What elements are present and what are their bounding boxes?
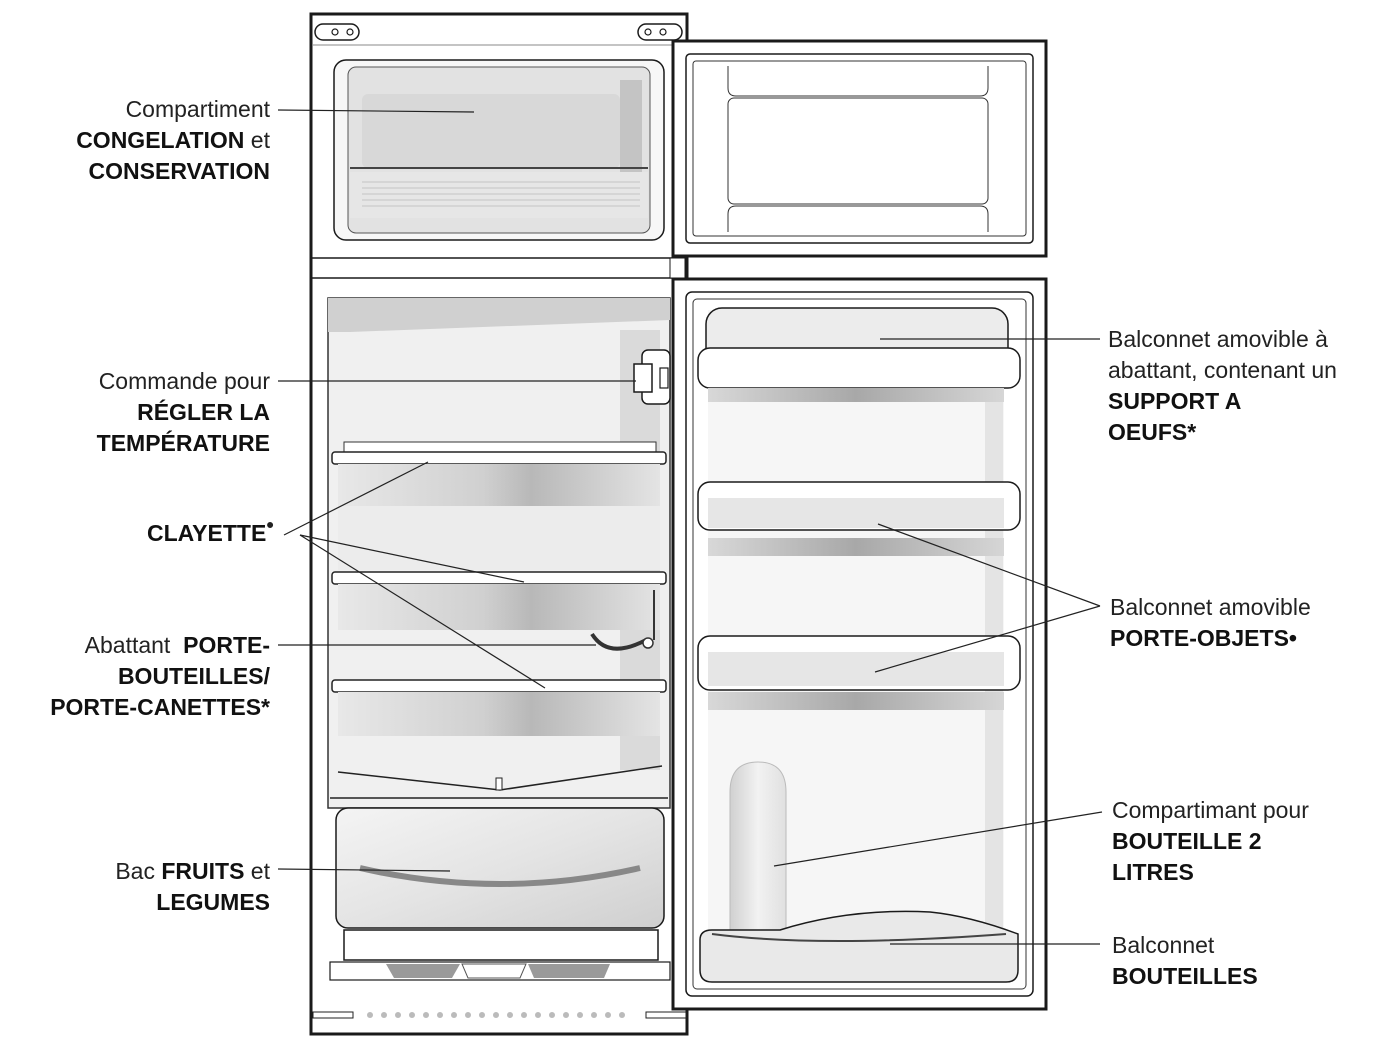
label-shelf: CLAYETTE•	[147, 514, 274, 549]
egg-balcony-label-line3: SUPPORT A	[1108, 386, 1337, 417]
freezer-label-line2: CONGELATION et	[76, 125, 270, 156]
bottle-flap-label-bold2: BOUTEILLES/	[117, 663, 270, 689]
leader-lines	[277, 109, 1103, 945]
label-crisper: Bac FRUITS et LEGUMES	[115, 856, 270, 918]
bottle-balcony-label-line1: Balconnet	[1112, 932, 1215, 958]
shelf-label-bold: CLAYETTE	[147, 520, 267, 546]
thermostat-control	[633, 349, 671, 405]
egg-balcony-label-line4: OEUFS*	[1108, 417, 1337, 448]
freezer-label-bold2: CONSERVATION	[88, 158, 270, 184]
bottle-flap-label-line2: BOUTEILLES/	[50, 661, 270, 692]
bottle-compartment-label-line3: LITRES	[1112, 857, 1309, 888]
bottle-balcony	[699, 910, 1019, 983]
label-object-balcony: Balconnet amovible PORTE-OBJETS•	[1110, 592, 1311, 654]
crisper-label-bold1: FRUITS	[161, 858, 245, 884]
freezer-label-line1: Compartiment	[125, 96, 270, 122]
fridge-compartment	[312, 297, 687, 1019]
egg-balcony-label-line1: Balconnet amovible à	[1108, 326, 1328, 352]
bottle-compartment-label-bold1: BOUTEILLE 2	[1112, 828, 1262, 854]
shelf-3	[331, 679, 667, 736]
bottle-balcony-label-bold: BOUTEILLES	[1112, 963, 1258, 989]
bottle-flap-label-line3: PORTE-CANETTES*	[50, 692, 270, 723]
crisper-label-line2: LEGUMES	[115, 887, 270, 918]
freezer-label-bold1: CONGELATION	[76, 127, 245, 153]
object-balcony-1	[697, 481, 1021, 556]
crisper-drawer	[329, 807, 671, 981]
freezer-label-et: et	[244, 127, 270, 153]
bottle-flap-label-abattant: Abattant	[84, 632, 184, 658]
shelf-2	[331, 571, 667, 630]
bottle-compartment-label-line2: BOUTEILLE 2	[1112, 826, 1309, 857]
thermostat-label-line3: TEMPÉRATURE	[97, 428, 270, 459]
ventilation-grille	[312, 1011, 687, 1019]
object-balcony-label-bold: PORTE-OBJETS•	[1110, 625, 1297, 651]
egg-balcony-label-bold1: SUPPORT A	[1108, 388, 1242, 414]
crisper-label-line1: Bac FRUITS et	[115, 856, 270, 887]
shelf-1	[331, 441, 667, 506]
object-balcony-label-line1: Balconnet amovible	[1110, 594, 1311, 620]
bottle-flap-label-bold3: PORTE-CANETTES*	[50, 694, 270, 720]
thermostat-label-bold1: RÉGLER LA	[137, 399, 270, 425]
bottle-2-litre-compartment	[729, 761, 787, 931]
label-bottle-balcony: Balconnet BOUTEILLES	[1112, 930, 1258, 992]
crisper-label-et: et	[244, 858, 270, 884]
object-balcony-label-line2: PORTE-OBJETS•	[1110, 623, 1311, 654]
thermostat-label-line2: RÉGLER LA	[97, 397, 270, 428]
thermostat-label-line1: Commande pour	[98, 368, 270, 394]
fridge-door	[671, 277, 1048, 1011]
egg-balcony	[697, 307, 1021, 402]
bottle-compartment-label-bold2: LITRES	[1112, 859, 1194, 885]
bottle-flap-label-bold1: PORTE-	[183, 632, 270, 658]
bottle-flap	[590, 590, 655, 651]
freezer-compartment	[333, 59, 665, 241]
egg-balcony-label-line2: abattant, contenant un	[1108, 357, 1337, 383]
object-balcony-2	[697, 635, 1021, 710]
bottle-balcony-label-line2: BOUTEILLES	[1112, 961, 1258, 992]
egg-balcony-label-bold2: OEUFS*	[1108, 419, 1197, 445]
label-thermostat: Commande pour RÉGLER LA TEMPÉRATURE	[97, 366, 270, 459]
crisper-label-bac: Bac	[115, 858, 162, 884]
thermostat-label-bold2: TEMPÉRATURE	[96, 430, 270, 456]
freezer-label-line3: CONSERVATION	[76, 156, 270, 187]
shelf-label-marker: •	[266, 512, 274, 538]
label-egg-balcony: Balconnet amovible à abattant, contenant…	[1108, 324, 1337, 448]
freezer-door	[671, 39, 1048, 258]
shelf-label-line1: CLAYETTE•	[147, 514, 274, 549]
label-bottle-compartment: Compartimant pour BOUTEILLE 2 LITRES	[1112, 795, 1309, 888]
label-bottle-flap: Abattant PORTE- BOUTEILLES/ PORTE-CANETT…	[50, 630, 270, 723]
bottle-compartment-label-line1: Compartimant pour	[1112, 797, 1309, 823]
crisper-label-bold2: LEGUMES	[156, 889, 270, 915]
bottle-flap-label-line1: Abattant PORTE-	[50, 630, 270, 661]
label-freezer-compartment: Compartiment CONGELATION et CONSERVATION	[76, 94, 270, 187]
